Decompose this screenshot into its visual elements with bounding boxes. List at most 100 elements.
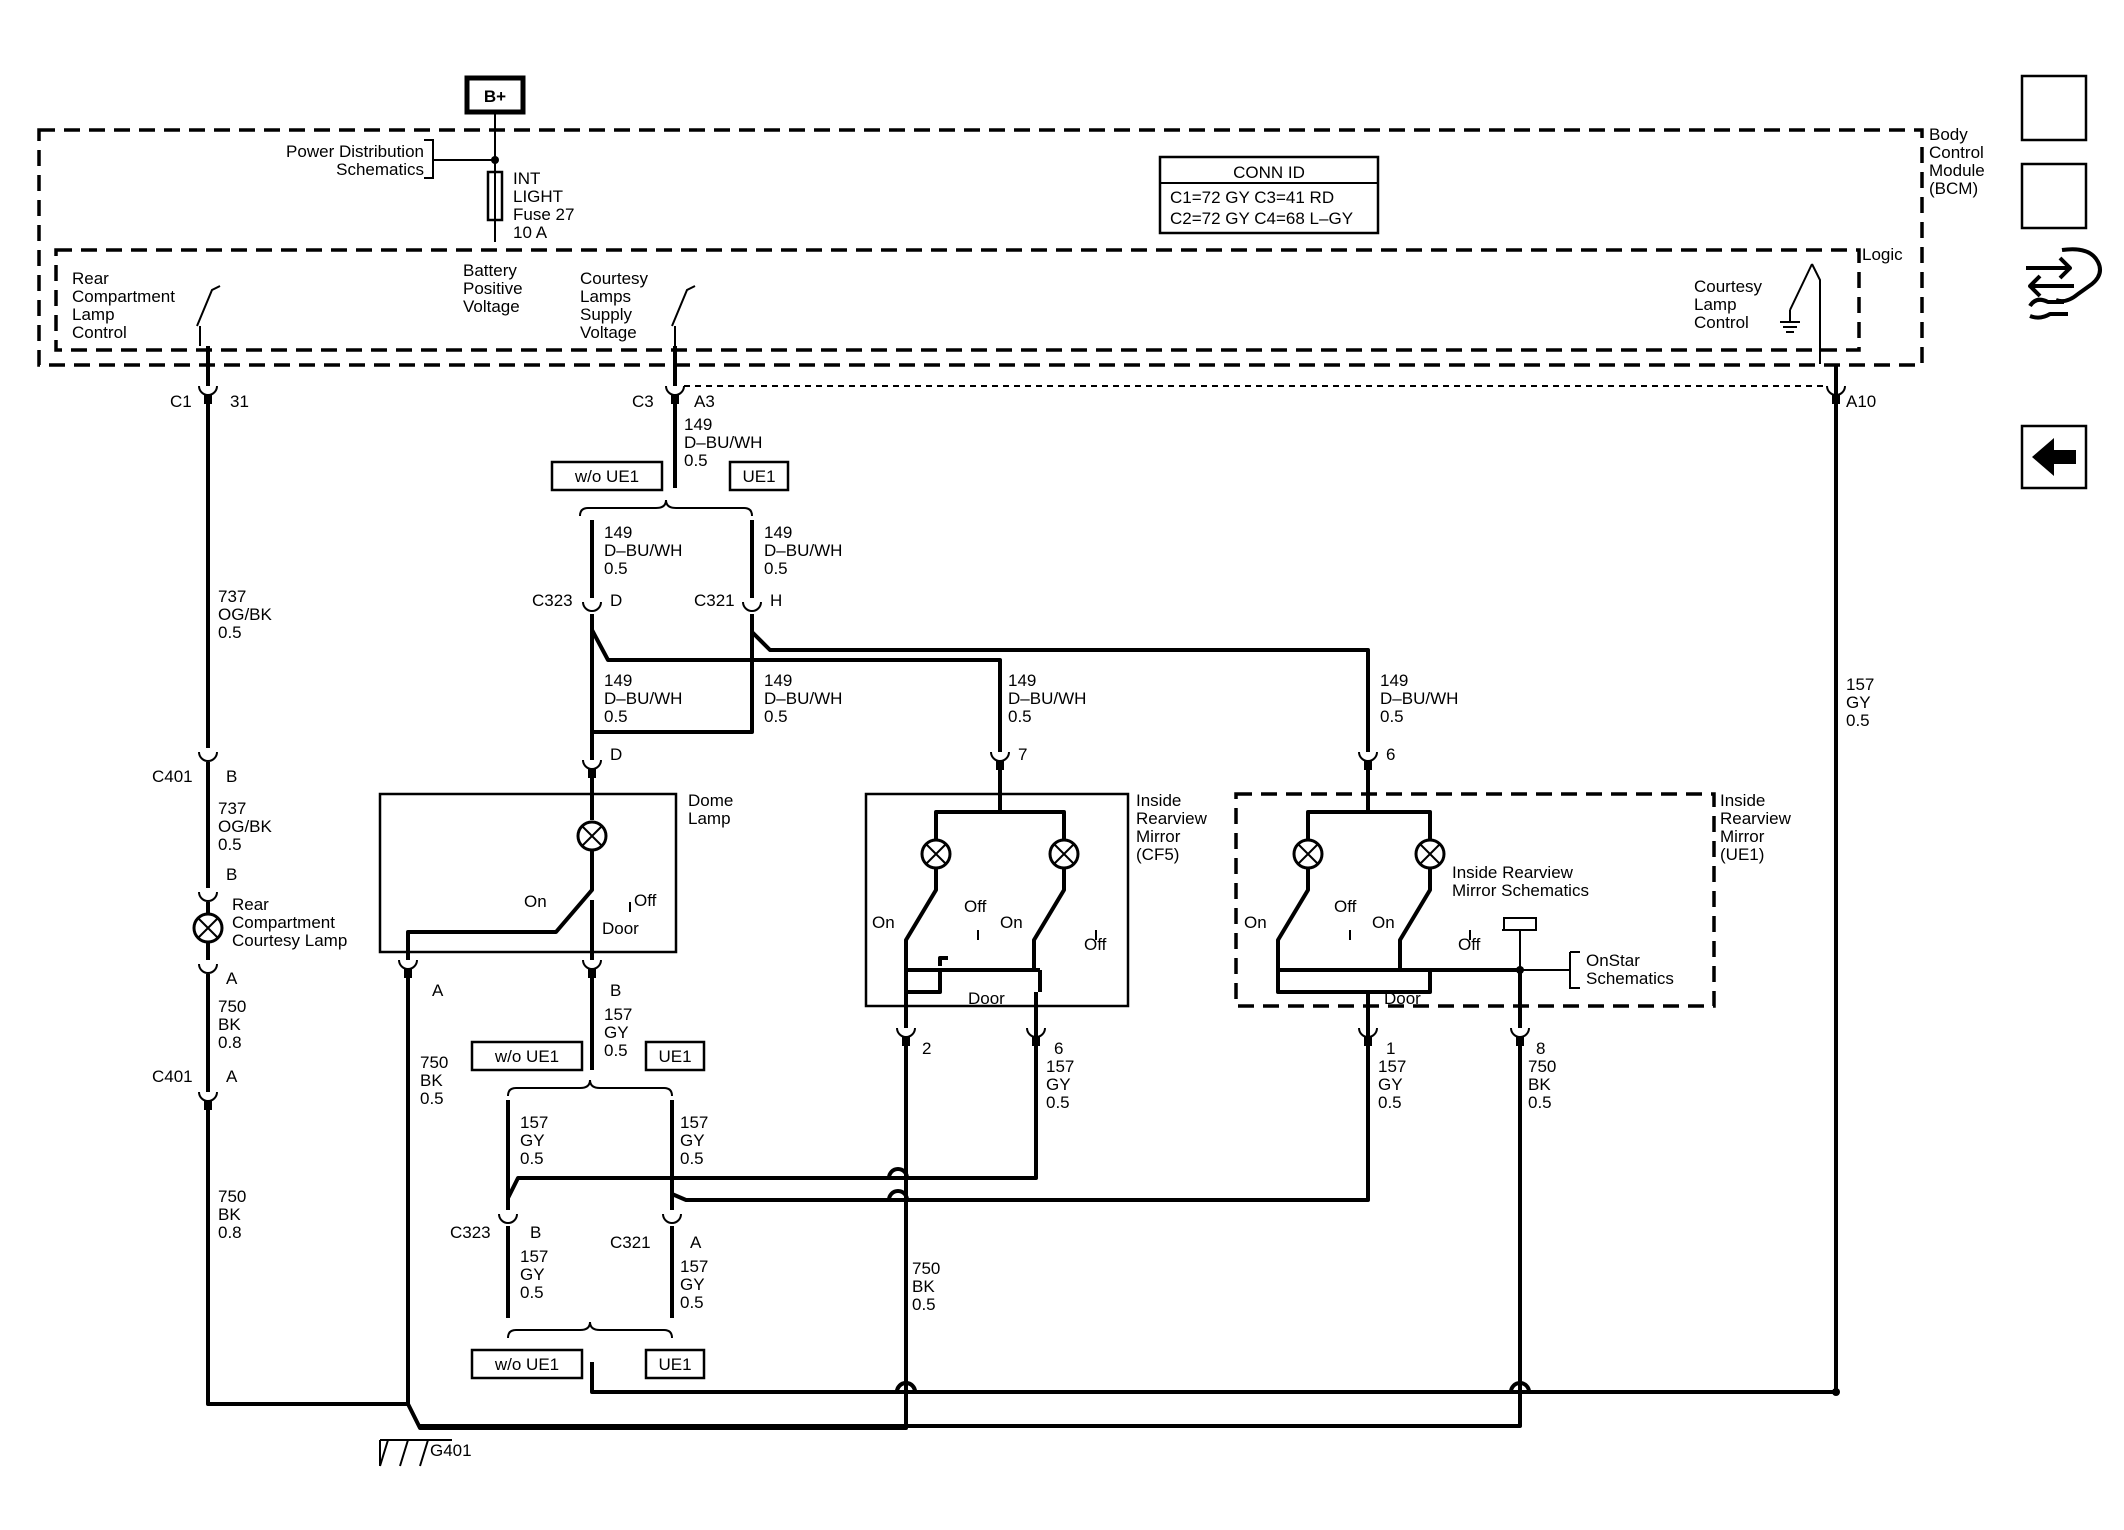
- mirror-schematics-label: Mirror Schematics: [1452, 881, 1589, 900]
- ue1-on-label: On: [1244, 913, 1267, 932]
- option-without-ue1-3-box: [470, 1348, 584, 1380]
- mirror-cf5-feed: [934, 770, 1066, 840]
- wire-157-a10-label: GY: [1846, 693, 1871, 712]
- desc-button[interactable]: [2020, 162, 2088, 230]
- lamp-filament: [1053, 843, 1075, 865]
- diagram-marks: [37, 75, 1924, 1467]
- courtesy-control-switch: [1789, 263, 1821, 364]
- mirror-ue1-label: Rearview: [1720, 809, 1792, 828]
- battery-positive-voltage-label: Battery: [463, 261, 517, 280]
- wire-149-c321-label: D–BU/WH: [764, 541, 842, 560]
- c323-b-label: B: [530, 1223, 541, 1242]
- courtesy-lamp-control-label: Courtesy: [1694, 277, 1763, 296]
- connector-pin: [588, 968, 596, 978]
- wire-157-c323-label: 0.5: [520, 1149, 544, 1168]
- connector-pin: [404, 968, 412, 978]
- wire-157-dome-label: 0.5: [604, 1041, 628, 1060]
- wire-157-ue1-label: GY: [1378, 1075, 1403, 1094]
- rear-compartment-lamp-control-label: Rear: [72, 269, 109, 288]
- wire-157-c323b-label: GY: [520, 1265, 545, 1284]
- ue1-pin6-label: 6: [1386, 745, 1395, 764]
- rear-lamp-label: Courtesy Lamp: [232, 931, 347, 950]
- wire-157-to-ue1: [671, 1028, 1370, 1202]
- lamp-filament: [1419, 843, 1441, 865]
- mirror-ue1-switches: [1276, 868, 1432, 972]
- wire-149-c323-label: 0.5: [604, 559, 628, 578]
- bcm-label: Module: [1929, 161, 1985, 180]
- connector-cup: [662, 1213, 682, 1224]
- dome-switch-door-label: Door: [602, 919, 639, 938]
- wire-737-label: OG/BK: [218, 605, 273, 624]
- wire-149-cf5-label: 149: [1008, 671, 1036, 690]
- dome-b-label: B: [610, 981, 621, 1000]
- connector-pin: [1032, 1036, 1040, 1046]
- wire-750-ue1-label: BK: [1528, 1075, 1551, 1094]
- mirror-cf5-label: (CF5): [1136, 845, 1179, 864]
- cf5-pin7-label: 7: [1018, 745, 1027, 764]
- dome-switch-on-label: On: [524, 892, 547, 911]
- rear-compartment-switch: [196, 285, 221, 327]
- hand-icon: [2055, 247, 2102, 304]
- mirror-cf5-label: Inside: [1136, 791, 1181, 810]
- mirror-ue1-door: [1276, 970, 1432, 994]
- connector-pin: [204, 1100, 212, 1110]
- c321-a-label: A: [690, 1233, 702, 1252]
- cf5-on-label: On: [872, 913, 895, 932]
- splice-dot: [1516, 966, 1524, 974]
- mirror-cf5-label: Mirror: [1136, 827, 1181, 846]
- wire-149-dome-b-label: 0.5: [764, 707, 788, 726]
- dome-lamp-box: [378, 792, 678, 954]
- wire-750-dome-label: BK: [420, 1071, 443, 1090]
- lamp-filament: [197, 917, 219, 939]
- connector-pin: [996, 760, 1004, 770]
- connector-cup: [198, 751, 218, 762]
- bcm-label: Control: [1929, 143, 1984, 162]
- wire-750-label-2: BK: [218, 1205, 241, 1224]
- navigation-buttons[interactable]: [2020, 74, 2102, 490]
- wire-149-c323-down: [590, 614, 752, 662]
- ground-hatch: [379, 1439, 429, 1467]
- courtesy-lamps-supply-voltage-label: Voltage: [580, 323, 637, 342]
- c1-label: C1: [170, 392, 192, 411]
- courtesy-lamp-control-label: Control: [1694, 313, 1749, 332]
- mirror-cf5-pin7: [990, 751, 1010, 762]
- wire-157-c323b-label: 0.5: [520, 1283, 544, 1302]
- fuse-label: 10 A: [513, 223, 548, 242]
- bcm-label: Body: [1929, 125, 1968, 144]
- wire-750-label-2: 0.8: [218, 1223, 242, 1242]
- loc-button[interactable]: [2020, 74, 2088, 142]
- service-info-icon[interactable]: [2026, 247, 2102, 320]
- wire-737-label-2: OG/BK: [218, 817, 273, 836]
- mirror-ue1-pin8: [1510, 1027, 1530, 1038]
- mirror-cf5-out: [904, 970, 1038, 1028]
- supply-splice: [491, 156, 499, 164]
- ground-option-brace-top: [507, 1079, 673, 1097]
- battery-supply-label: B+: [484, 87, 506, 106]
- c323-d-label: D: [610, 591, 622, 610]
- courtesy-lamp-control-label: Lamp: [1694, 295, 1737, 314]
- wire-750-ue1-label: 0.5: [1528, 1093, 1552, 1112]
- wire-750-dome-label: 750: [420, 1053, 448, 1072]
- battery-positive-voltage-label: Voltage: [463, 297, 520, 316]
- rear-compartment-lamp-control-label: Control: [72, 323, 127, 342]
- wire-157-courtesy-control: [590, 364, 1838, 1394]
- option-ue1-3-box: [644, 1348, 706, 1380]
- c3-connector: [665, 385, 685, 396]
- fuse-label: INT: [513, 169, 540, 188]
- option-ue1-2: UE1: [658, 1047, 691, 1066]
- wire-149-c323-label: D–BU/WH: [604, 541, 682, 560]
- bcm-boundary: [37, 128, 1924, 367]
- c1-pin-label: 31: [230, 392, 249, 411]
- wire-750-label: BK: [218, 1015, 241, 1034]
- power-distribution-label: Schematics: [336, 160, 424, 179]
- wire-157-c321-label: 0.5: [680, 1149, 704, 1168]
- wire-750-dome-label: 0.5: [420, 1089, 444, 1108]
- c401-a-label: A: [226, 1067, 238, 1086]
- connector-id-table: [1158, 155, 1380, 235]
- connector-pin: [204, 394, 212, 404]
- c401-b-label: B: [226, 767, 237, 786]
- a10-label: A10: [1846, 392, 1876, 411]
- wire-157-c323-label: GY: [520, 1131, 545, 1150]
- wire-149-ue1-label: 149: [1380, 671, 1408, 690]
- dome-d-label: D: [610, 745, 622, 764]
